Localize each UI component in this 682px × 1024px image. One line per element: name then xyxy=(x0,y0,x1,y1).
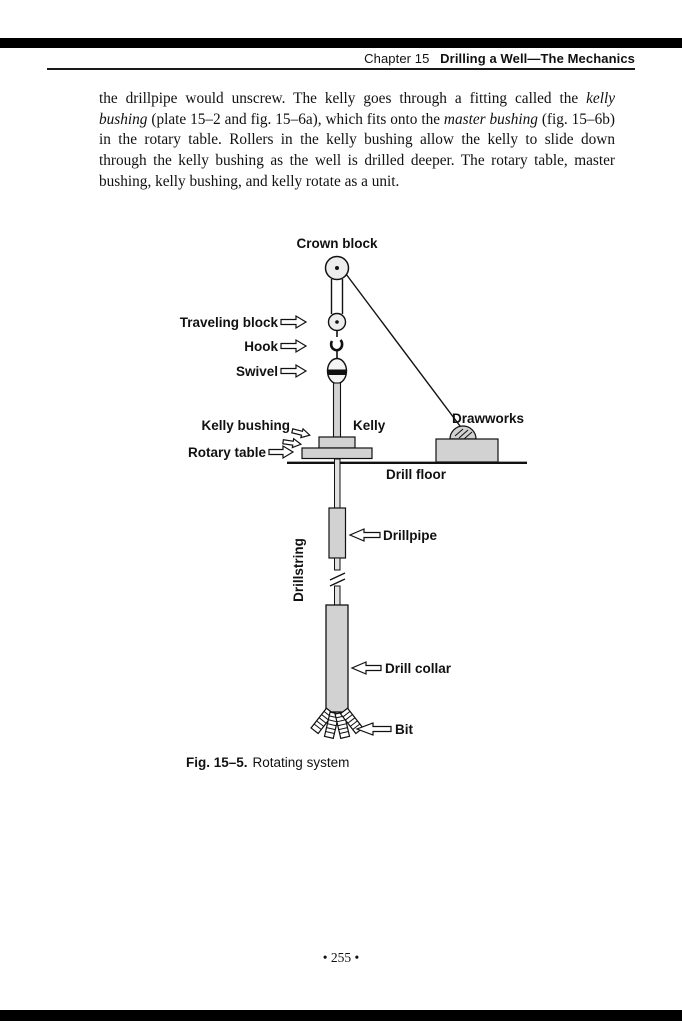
top-border-bar xyxy=(0,38,682,48)
drilling-line xyxy=(330,273,464,431)
kelly-bushing-arrow-icon xyxy=(291,427,311,439)
page-number: • 255 • xyxy=(322,950,360,965)
hook-arrow-icon xyxy=(280,338,308,354)
kelly-bushing-label: Kelly bushing xyxy=(201,418,290,433)
paragraph-segment-italic: kelly bushing xyxy=(99,90,615,128)
crown-block-label: Crown block xyxy=(296,236,377,251)
swivel-arrow-icon xyxy=(280,363,308,379)
kelly: Kelly xyxy=(332,382,386,438)
swivel-label: Swivel xyxy=(236,364,278,379)
bit-label: Bit xyxy=(395,722,414,737)
drillstring-label: Drillstring xyxy=(291,538,306,602)
rotary-table-label: Rotary table xyxy=(188,445,267,460)
hook-label: Hook xyxy=(244,339,278,354)
drill-floor: Drill floor xyxy=(287,461,527,482)
traveling-block-arrow-icon xyxy=(280,314,308,330)
bit-arrow-icon xyxy=(355,722,392,736)
chapter-number: Chapter 15 xyxy=(364,51,430,66)
figure-caption-number: Fig. 15–5. xyxy=(186,755,248,770)
page-header: Chapter 15 Drilling a Well—The Mechanics xyxy=(0,51,635,66)
traveling-block: Traveling block xyxy=(180,312,347,332)
header-rule xyxy=(47,68,635,70)
chapter-title: Drilling a Well—The Mechanics xyxy=(440,51,635,66)
drillpipe-label: Drillpipe xyxy=(383,528,437,543)
bit: Bit xyxy=(310,707,414,740)
figure-caption-text: Rotating system xyxy=(252,755,350,770)
crown-block: Crown block xyxy=(296,236,378,281)
paragraph-segment: (plate 15–2 and fig. 15–6a), which fits … xyxy=(147,110,444,128)
rotary-table-arrow-icon xyxy=(268,444,295,460)
paragraph-segment: the drillpipe would unscrew. The kelly g… xyxy=(99,90,587,107)
kelly-bushing-arrow-icon xyxy=(282,437,303,449)
drillpipe: Drillpipe xyxy=(328,458,437,571)
figure-caption: Fig. 15–5. Rotating system xyxy=(186,755,349,770)
drill-collar-arrow-icon xyxy=(350,661,382,675)
drill-collar-label: Drill collar xyxy=(385,661,452,676)
bottom-border-bar xyxy=(0,1010,682,1021)
kelly-bushing: Kelly bushing xyxy=(201,418,356,449)
paragraph-segment: (fig. 15–6b) in the rotary table. Roller… xyxy=(99,110,615,190)
kelly-label: Kelly xyxy=(353,418,386,433)
drillpipe-arrow-icon xyxy=(348,528,381,542)
hook: Hook xyxy=(244,330,344,354)
paragraph-segment-italic: master bushing xyxy=(443,110,538,128)
traveling-block-label: Traveling block xyxy=(180,315,279,330)
swivel: Swivel xyxy=(236,350,348,385)
drawworks-label: Drawworks xyxy=(452,411,524,426)
body-paragraph: the drillpipe would unscrew. The kelly g… xyxy=(99,89,615,193)
drawworks: Drawworks xyxy=(435,411,524,463)
drill-collar: Drill collar xyxy=(325,585,452,713)
drill-floor-label: Drill floor xyxy=(386,467,447,482)
pipe-break xyxy=(329,572,346,587)
